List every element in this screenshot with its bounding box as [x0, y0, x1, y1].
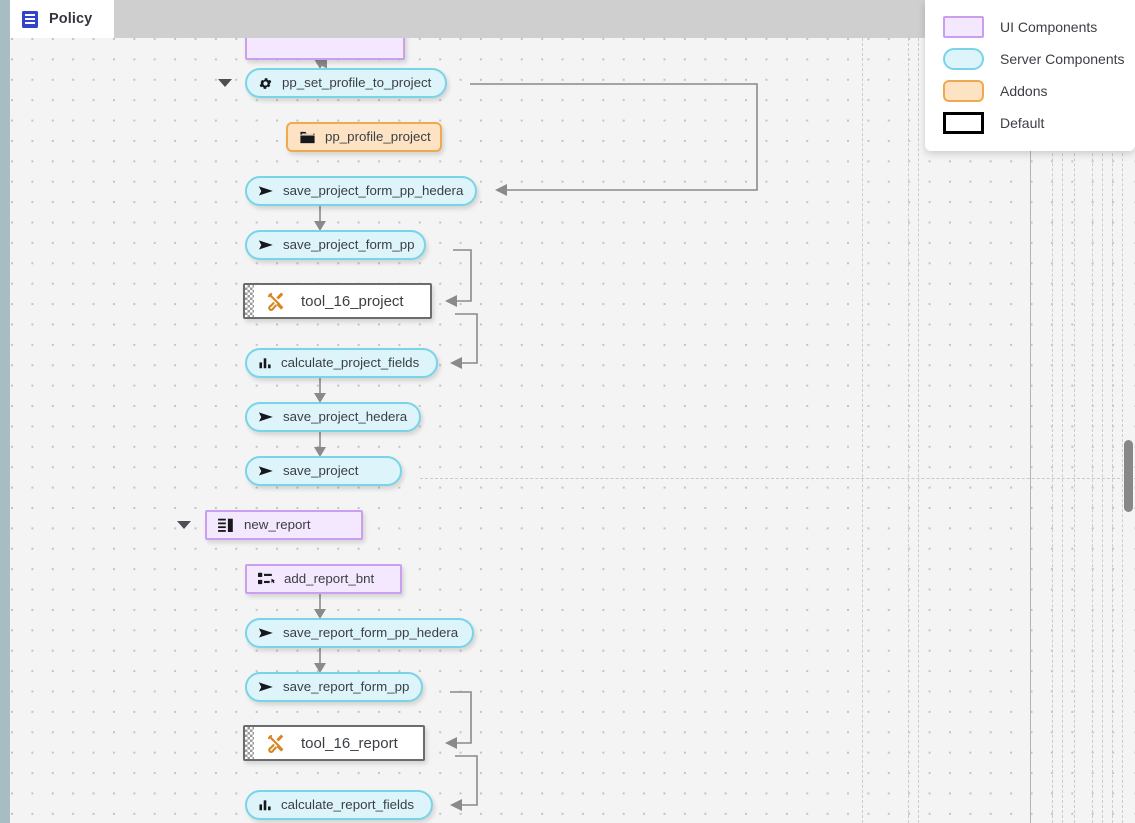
vertical-scrollbar[interactable]: [1123, 38, 1134, 823]
node-tool-16-project[interactable]: tool_16_project: [243, 283, 432, 319]
node-calculate-project-fields[interactable]: calculate_project_fields: [245, 348, 438, 378]
node-save-project-form-pp-hedera[interactable]: save_project_form_pp_hedera: [245, 176, 477, 206]
group-guide-vertical-3: [1030, 38, 1031, 823]
node-save-report-form-pp[interactable]: save_report_form_pp: [245, 672, 423, 702]
group-guide-vertical-0: [862, 38, 863, 823]
node-label: save_report_form_pp: [283, 679, 410, 695]
button-icon: [258, 572, 275, 584]
node-label: calculate_project_fields: [281, 355, 420, 371]
document-icon: [22, 10, 38, 28]
edge-loop-tool-report-out: [455, 755, 478, 806]
node-label: pp_profile_project: [325, 129, 431, 145]
node-label: pp_set_profile_to_project: [282, 75, 432, 91]
group-guide-vertical-4: [1052, 38, 1053, 823]
workflow-canvas[interactable]: pp_set_profile_to_project pp_profile_proj…: [0, 38, 1135, 823]
legend-label: Default: [1000, 115, 1045, 131]
tools-icon: [267, 734, 284, 753]
left-rail-accent: [0, 0, 10, 38]
tab-policy-label: Policy: [49, 11, 93, 27]
legend-label: Server Components: [1000, 51, 1125, 67]
node-save-project[interactable]: save_project: [245, 456, 402, 486]
group-guide-vertical-5: [1062, 38, 1063, 823]
gear-icon: [259, 77, 272, 89]
group-guide-vertical-8: [1102, 38, 1103, 823]
node-partial-0[interactable]: [245, 38, 405, 60]
bar-chart-icon: [259, 800, 271, 811]
legend-label: UI Components: [1000, 19, 1098, 35]
arrowhead-loop-profile: [495, 184, 507, 196]
group-guide-vertical-7: [1092, 38, 1093, 823]
collapse-caret-new-report[interactable]: [177, 521, 191, 529]
node-save-project-hedera[interactable]: save_project_hedera: [245, 402, 421, 432]
legend-item-server-components[interactable]: Server Components: [925, 43, 1135, 75]
send-icon: [259, 186, 273, 196]
layout-icon: [218, 518, 233, 532]
node-label: new_report: [244, 517, 311, 533]
arrowhead-tool-report-out: [450, 799, 462, 811]
send-icon: [259, 682, 273, 692]
legend-item-default[interactable]: Default: [925, 107, 1135, 139]
node-label: tool_16_project: [301, 292, 404, 310]
node-label: calculate_report_fields: [281, 797, 415, 813]
node-label: add_report_bnt: [284, 571, 375, 587]
send-icon: [259, 466, 273, 476]
node-label: save_project_form_pp: [283, 237, 415, 253]
node-label: tool_16_report: [301, 734, 398, 752]
node-save-project-form-pp[interactable]: save_project_form_pp: [245, 230, 426, 260]
legend-swatch-round-rect: [943, 80, 984, 102]
scrollbar-thumb[interactable]: [1124, 440, 1133, 512]
edge-layer: [314, 57, 758, 811]
node-new-report[interactable]: new_report: [205, 510, 363, 540]
canvas-left-rail: [0, 38, 10, 823]
legend-swatch-rect: [943, 16, 984, 38]
bar-chart-icon: [259, 358, 271, 369]
arrowhead-tool-project-in: [445, 295, 457, 307]
tab-policy[interactable]: Policy: [10, 0, 115, 38]
group-guide-vertical-9: [1112, 38, 1113, 823]
edge-loop-tool-project-in: [453, 249, 472, 302]
collapse-caret-pp-set-profile-to-project[interactable]: [218, 79, 232, 87]
legend-swatch-sharp-rect: [943, 112, 984, 134]
node-label: save_report_form_pp_hedera: [283, 625, 459, 641]
node-save-report-form-pp-hedera[interactable]: save_report_form_pp_hedera: [245, 618, 474, 648]
node-add-report-bnt[interactable]: add_report_bnt: [245, 564, 402, 594]
group-guide-vertical-10: [1122, 38, 1123, 823]
arrowhead-tool-report-in: [445, 737, 457, 749]
edge-loop-tool-report-in: [450, 691, 472, 744]
send-icon: [259, 240, 273, 250]
node-label: save_project_form_pp_hedera: [283, 183, 464, 199]
node-calculate-report-fields[interactable]: calculate_report_fields: [245, 790, 433, 820]
node-pp-set-profile-to-project[interactable]: pp_set_profile_to_project: [245, 68, 447, 98]
node-label: save_project: [283, 463, 359, 479]
send-icon: [259, 628, 273, 638]
arrowhead-tool-project-out: [450, 357, 462, 369]
edge-loop-profile: [470, 83, 758, 191]
group-guide-horizontal-0: [420, 478, 1135, 479]
group-guide-vertical-6: [1074, 38, 1075, 823]
tools-icon: [267, 292, 284, 311]
legend-item-ui-components[interactable]: UI Components: [925, 11, 1135, 43]
edge-loop-tool-project-out: [455, 313, 478, 364]
legend-label: Addons: [1000, 83, 1048, 99]
node-pp-profile-project[interactable]: pp_profile_project: [286, 122, 442, 152]
send-icon: [259, 412, 273, 422]
legend-item-addons[interactable]: Addons: [925, 75, 1135, 107]
group-guide-vertical-2: [918, 38, 919, 823]
node-label: save_project_hedera: [283, 409, 408, 425]
group-guide-vertical-1: [908, 38, 909, 823]
folder-icon: [300, 131, 315, 143]
node-tool-16-report[interactable]: tool_16_report: [243, 725, 425, 761]
legend-swatch-pill: [943, 48, 984, 70]
